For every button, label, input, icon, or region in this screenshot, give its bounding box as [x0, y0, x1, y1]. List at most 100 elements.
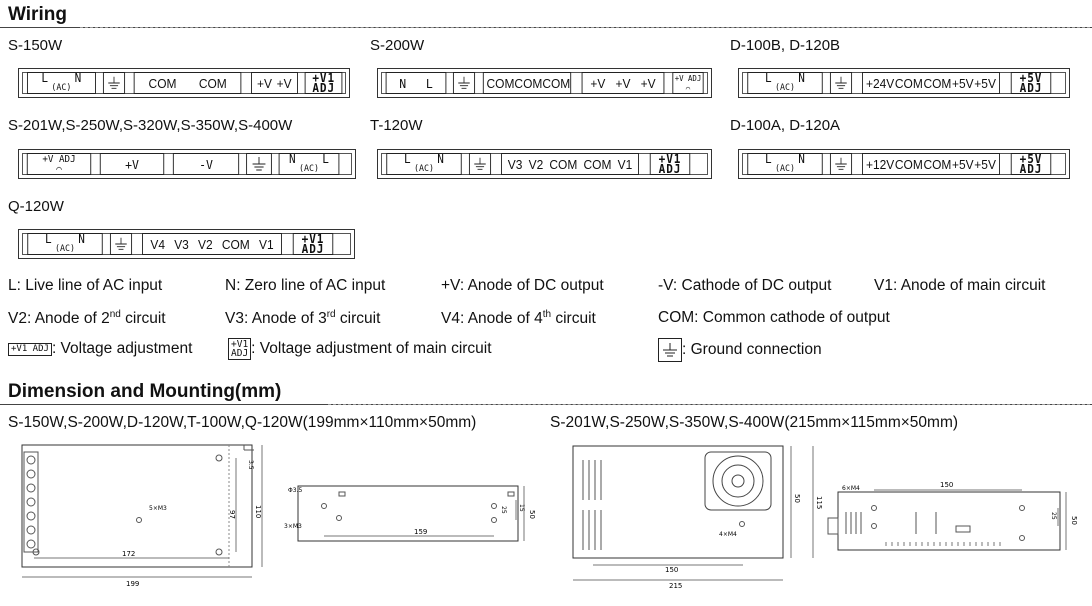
- ground-icon: [115, 237, 127, 250]
- terminal-ac: (AC): [414, 164, 434, 174]
- model-label-s200: S-200W: [370, 37, 425, 54]
- dim-height: 50: [528, 510, 536, 519]
- terminal-plus-5v: +5V: [974, 156, 996, 172]
- terminal-v3: V3: [507, 156, 523, 172]
- terminal-com: COM: [148, 75, 177, 91]
- terminal-v4: V4: [150, 236, 165, 252]
- legend-v2-suffix: circuit: [120, 310, 166, 328]
- terminal-plus-v: +V: [257, 75, 273, 91]
- dim-screw-label: 4×M4: [719, 531, 737, 538]
- terminal-com: COM: [198, 75, 227, 91]
- terminal-com: COM: [923, 156, 952, 172]
- terminal-ln: L N (AC): [747, 72, 823, 94]
- legend-v4-sup: th: [542, 309, 552, 320]
- terminal-com: COM: [542, 75, 571, 91]
- legend-n: N: Zero line of AC input: [225, 277, 386, 294]
- model-label-q120: Q-120W: [8, 198, 64, 215]
- dim-spacing: 25: [1050, 512, 1057, 520]
- drawing-top-view-1: 5×M3 172 199 97 110 3.5: [21, 444, 263, 588]
- terminal-l: L: [425, 75, 433, 91]
- ground-terminal: [102, 72, 125, 94]
- icon-plus-v1: +V1: [231, 339, 249, 350]
- terminal-ac: (AC): [55, 244, 75, 254]
- dim-height: 115: [815, 496, 823, 509]
- terminal-plus-5v: +5V: [952, 156, 974, 172]
- terminal-com: COM: [894, 156, 923, 172]
- dim-hole-height: 97: [228, 510, 236, 519]
- terminal-adj: ADJ: [311, 81, 335, 95]
- terminal-adj: ADJ: [301, 242, 325, 256]
- dim-spacing-1: 25: [500, 506, 507, 514]
- terminal-v-adj: +V ADJ⌒: [26, 153, 92, 175]
- ground-icon: [107, 76, 120, 89]
- legend-v4-text: V4: Anode of 4: [441, 310, 543, 328]
- legend-l: L: Live line of AC input: [8, 277, 163, 294]
- legend-v3-suffix: circuit: [335, 310, 381, 328]
- dim-inner-height: 50: [793, 494, 801, 503]
- dim-spacing-2: 15: [518, 504, 525, 512]
- dimension-title: Dimension and Mounting(mm): [8, 381, 282, 402]
- terminal-v-adj: +V ADJ⌒: [672, 72, 704, 94]
- terminal-plus-5v: +5V: [1019, 71, 1043, 85]
- terminal-plus-5v: +5V: [974, 75, 996, 91]
- ground-terminal: [829, 72, 853, 94]
- terminal-plus-12v: +12V: [865, 156, 895, 172]
- terminal-ac: (AC): [775, 83, 795, 93]
- ground-icon: [458, 76, 470, 89]
- terminal-plus-v-adj: +V ADJ: [42, 153, 76, 165]
- legend-v2: V2: Anode of 2nd circuit: [8, 309, 166, 328]
- terminal-plus-v: +V: [99, 153, 165, 175]
- terminal-adj: ADJ: [658, 162, 682, 176]
- legend-v1adj-text: : Voltage adjustment of main circuit: [251, 340, 492, 357]
- terminal-n: N: [798, 152, 805, 166]
- legend-vadj: +V1 ADJ : Voltage adjustment: [8, 340, 192, 358]
- terminal-v-pair: +V+V: [251, 72, 298, 94]
- model-label-s201: S-201W,S-250W,S-320W,S-350W,S-400W: [8, 117, 293, 134]
- legend-v1: V1: Anode of main circuit: [874, 277, 1046, 294]
- terminal-plus-v: +V: [640, 75, 656, 91]
- dim-screw-label: 5×M3: [149, 505, 167, 512]
- terminal-n: N: [399, 75, 407, 91]
- terminal-plus-v: +V: [615, 75, 631, 91]
- terminal-com: COM: [923, 75, 952, 91]
- terminal-plus-v1: +V1: [301, 232, 325, 246]
- terminal-plus-v: +V: [590, 75, 606, 91]
- v1-adj-icon: +V1 ADJ: [8, 342, 52, 356]
- divider: [328, 404, 1090, 405]
- ground-box-icon: [658, 338, 682, 362]
- terminal-l: L: [322, 152, 329, 166]
- legend-v4: V4: Anode of 4th circuit: [441, 309, 596, 328]
- drawing-top-view-2: 4×M4 150 215 50 115: [572, 445, 823, 590]
- terminal-com-pair: COM COM: [133, 72, 242, 94]
- legend-v2-sup: nd: [109, 309, 121, 320]
- adj-arc-icon: ⌒: [56, 163, 62, 175]
- model-label-t120: T-120W: [370, 117, 423, 134]
- terminal-adj: ADJ: [1019, 162, 1043, 176]
- terminal-nl: N L (AC): [278, 152, 340, 175]
- terminal-v2: V2: [528, 156, 544, 172]
- legend-plus-v: +V: Anode of DC output: [441, 277, 604, 294]
- terminal-plus-v-label: +V: [125, 156, 139, 172]
- ground-icon: [252, 157, 266, 171]
- terminal-l: L: [45, 232, 52, 246]
- model-label-d100a: D-100A, D-120A: [730, 117, 841, 134]
- legend-v4-suffix: circuit: [551, 310, 596, 328]
- terminal-ac: (AC): [299, 164, 319, 174]
- terminal-v-group: +V +V +V: [581, 72, 665, 94]
- ground-icon: [835, 76, 847, 89]
- terminal-plus-v1: +V1: [658, 152, 682, 166]
- terminal-n: N: [289, 152, 296, 166]
- dim-height: 50: [1070, 516, 1078, 525]
